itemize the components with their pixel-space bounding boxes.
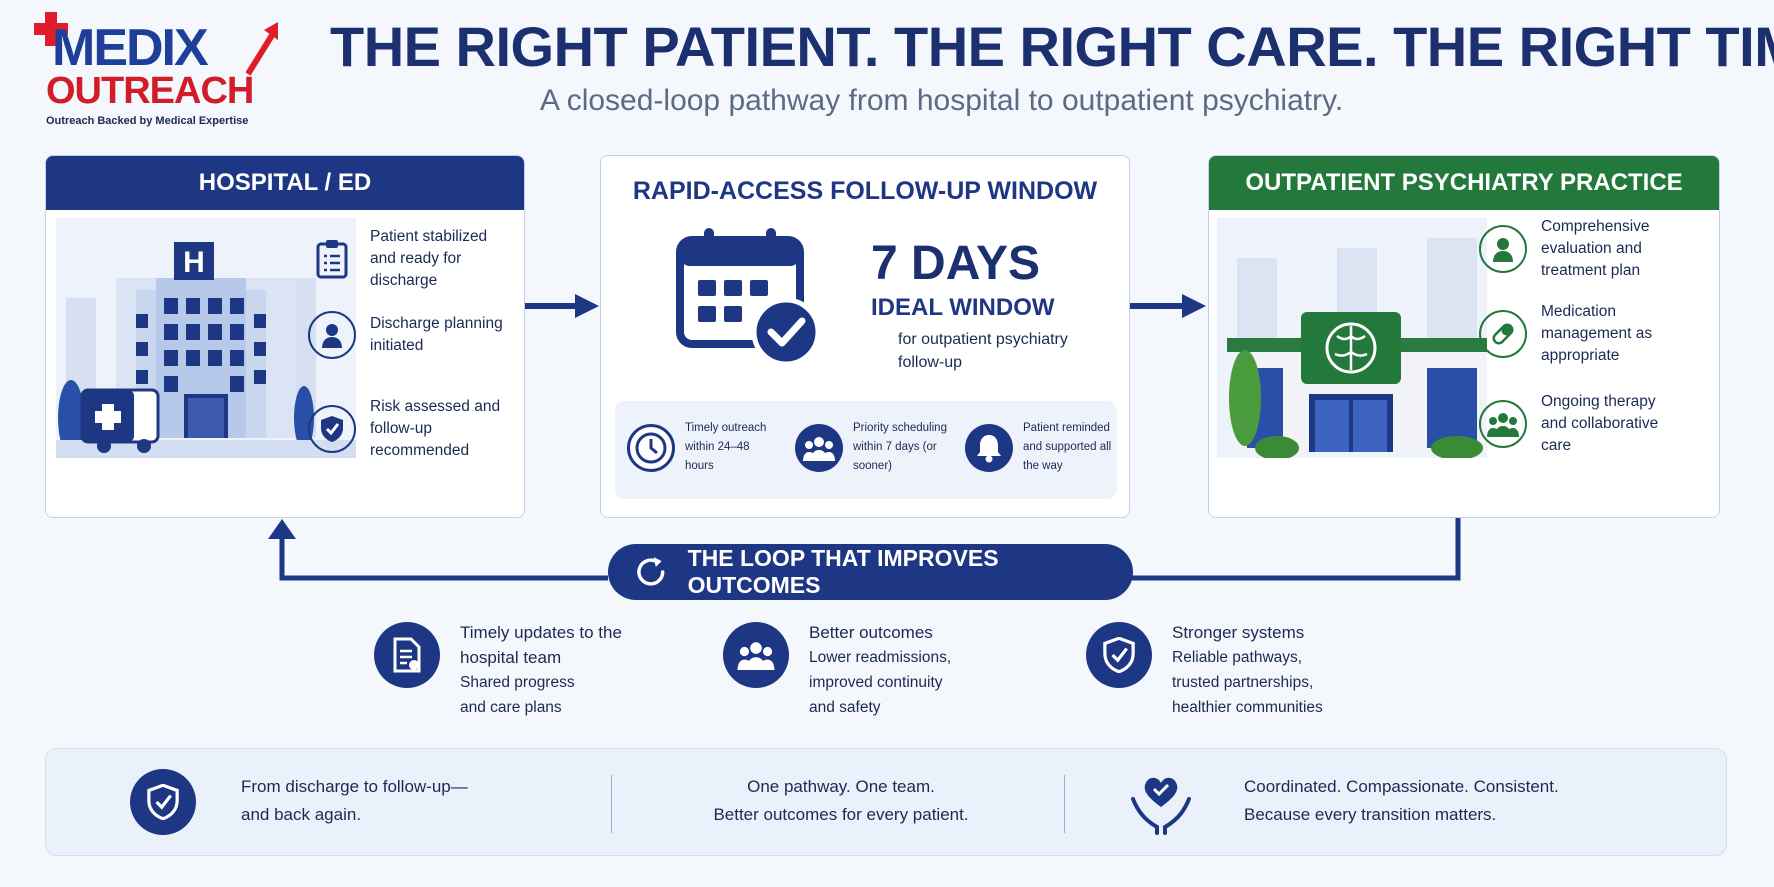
person-icon: [1479, 225, 1527, 273]
footer-divider: [1064, 775, 1065, 833]
hospital-panel: HOSPITAL / ED H Patient stabi: [45, 155, 525, 518]
outcome-better: Better outcomes Lower readmissions, impr…: [723, 620, 959, 720]
page-subtitle: A closed-loop pathway from hospital to o…: [540, 84, 1344, 117]
outcome-systems-body: Reliable pathways, trusted partnerships,…: [1172, 649, 1323, 716]
strip-item-scheduling-text: Priority scheduling within 7 days (or so…: [853, 422, 947, 472]
hospital-item-3-text: Risk assessed and follow-up recommended: [370, 398, 501, 459]
outcome-systems: Stronger systems Reliable pathways, trus…: [1086, 620, 1342, 720]
loop-banner: THE LOOP THAT IMPROVES OUTCOMES: [608, 544, 1133, 600]
hospital-sign-letter: H: [183, 246, 205, 279]
pill-icon: [1479, 310, 1527, 358]
clock-icon: [627, 423, 675, 472]
footer-middle-text: One pathway. One team. Better outcomes f…: [646, 773, 1036, 829]
follow-up-window-title: RAPID-ACCESS FOLLOW-UP WINDOW: [632, 176, 1098, 205]
footer-left-line1: From discharge to follow-up—: [241, 777, 468, 796]
shield-check-icon: [308, 405, 356, 453]
flow-arrow-right-icon: [1130, 294, 1206, 318]
footer-right-text: Coordinated. Compassionate. Consistent. …: [1244, 773, 1559, 829]
follow-up-description: for outpatient psychiatry follow-up: [898, 331, 1068, 371]
people-icon: [795, 423, 843, 472]
heart-hands-icon: [1131, 777, 1191, 835]
follow-up-steps-strip: Timely outreach within 24–48 hours Prior…: [615, 401, 1117, 499]
clipboard-icon: [308, 235, 356, 283]
hospital-item-2: Discharge planning initiated: [308, 311, 510, 359]
practice-item-3: Ongoing therapy and collaborative care: [1479, 391, 1681, 457]
logo-name-line1: MEDIX: [52, 19, 209, 77]
hospital-item-1-text: Patient stabilized and ready for dischar…: [370, 228, 488, 289]
strip-item-outreach-text: Timely outreach within 24–48 hours: [685, 422, 767, 472]
loop-return-connector: [268, 518, 1461, 581]
strip-item-outreach: Timely outreach within 24–48 hours: [627, 419, 780, 476]
outpatient-practice-panel: OUTPATIENT PSYCHIATRY PRACTICE Comprehen…: [1208, 155, 1720, 518]
follow-up-window-panel: RAPID-ACCESS FOLLOW-UP WINDOW 7 DAYS IDE…: [600, 155, 1130, 518]
flow-arrow-right-icon: [525, 294, 599, 318]
footer-banner: From discharge to follow-up— and back ag…: [45, 748, 1727, 856]
upward-arrow-icon: [245, 22, 278, 76]
logo-tagline: Outreach Backed by Medical Expertise: [46, 115, 249, 127]
footer-middle-line2: Better outcomes for every patient.: [713, 805, 969, 824]
shield-check-icon: [130, 769, 196, 835]
follow-up-days: 7 DAYS: [871, 237, 1040, 290]
calendar-check-icon: [676, 228, 821, 366]
brand-logo: MEDIX OUTREACH Outreach Backed by Medica…: [34, 12, 278, 132]
outcome-better-heading: Better outcomes: [809, 623, 933, 642]
footer-left-line2: and back again.: [241, 805, 362, 824]
ideal-window-label: IDEAL WINDOW: [871, 294, 1055, 321]
bell-icon: [965, 423, 1013, 472]
logo-name-line2: OUTREACH: [46, 70, 254, 112]
outpatient-practice-title: OUTPATIENT PSYCHIATRY PRACTICE: [1209, 156, 1719, 210]
strip-item-scheduling: Priority scheduling within 7 days (or so…: [795, 419, 948, 476]
outcome-updates-body: Shared progress and care plans: [460, 674, 575, 716]
medical-cross-icon: [34, 12, 68, 46]
hospital-item-3: Risk assessed and follow-up recommended: [308, 396, 510, 462]
outcome-better-body: Lower readmissions, improved continuity …: [809, 649, 952, 716]
people-icon: [723, 622, 789, 688]
footer-right-line2: Because every transition matters.: [1244, 805, 1497, 824]
refresh-cycle-icon: [637, 557, 665, 586]
practice-item-3-text: Ongoing therapy and collaborative care: [1541, 393, 1659, 454]
strip-item-reminder-text: Patient reminded and supported all the w…: [1023, 422, 1112, 472]
hospital-item-2-text: Discharge planning initiated: [370, 315, 503, 354]
hospital-building-illustration: H: [56, 218, 356, 458]
footer-right-line1: Coordinated. Compassionate. Consistent.: [1244, 777, 1559, 796]
hospital-item-1: Patient stabilized and ready for dischar…: [308, 226, 510, 292]
outcome-updates: Timely updates to the hospital team Shar…: [374, 620, 630, 720]
outcome-updates-heading: Timely updates to the hospital team: [460, 623, 622, 667]
practice-item-1-text: Comprehensive evaluation and treatment p…: [1541, 218, 1650, 279]
practice-item-2: Medication management as appropriate: [1479, 301, 1681, 367]
footer-divider: [611, 775, 612, 833]
group-icon: [1479, 400, 1527, 448]
page-title: THE RIGHT PATIENT. THE RIGHT CARE. THE R…: [330, 15, 1774, 78]
hospital-panel-title: HOSPITAL / ED: [46, 156, 524, 210]
loop-banner-label: THE LOOP THAT IMPROVES OUTCOMES: [687, 545, 999, 598]
outcome-systems-heading: Stronger systems: [1172, 623, 1305, 642]
shield-check-icon: [1086, 622, 1152, 688]
document-icon: [374, 622, 440, 688]
footer-left-text: From discharge to follow-up— and back ag…: [241, 773, 468, 829]
footer-middle-line1: One pathway. One team.: [747, 777, 935, 796]
clinic-building-illustration: [1217, 218, 1487, 458]
practice-item-2-text: Medication management as appropriate: [1541, 303, 1653, 364]
strip-item-reminder: Patient reminded and supported all the w…: [965, 419, 1118, 476]
person-icon: [308, 311, 356, 359]
practice-item-1: Comprehensive evaluation and treatment p…: [1479, 216, 1681, 282]
